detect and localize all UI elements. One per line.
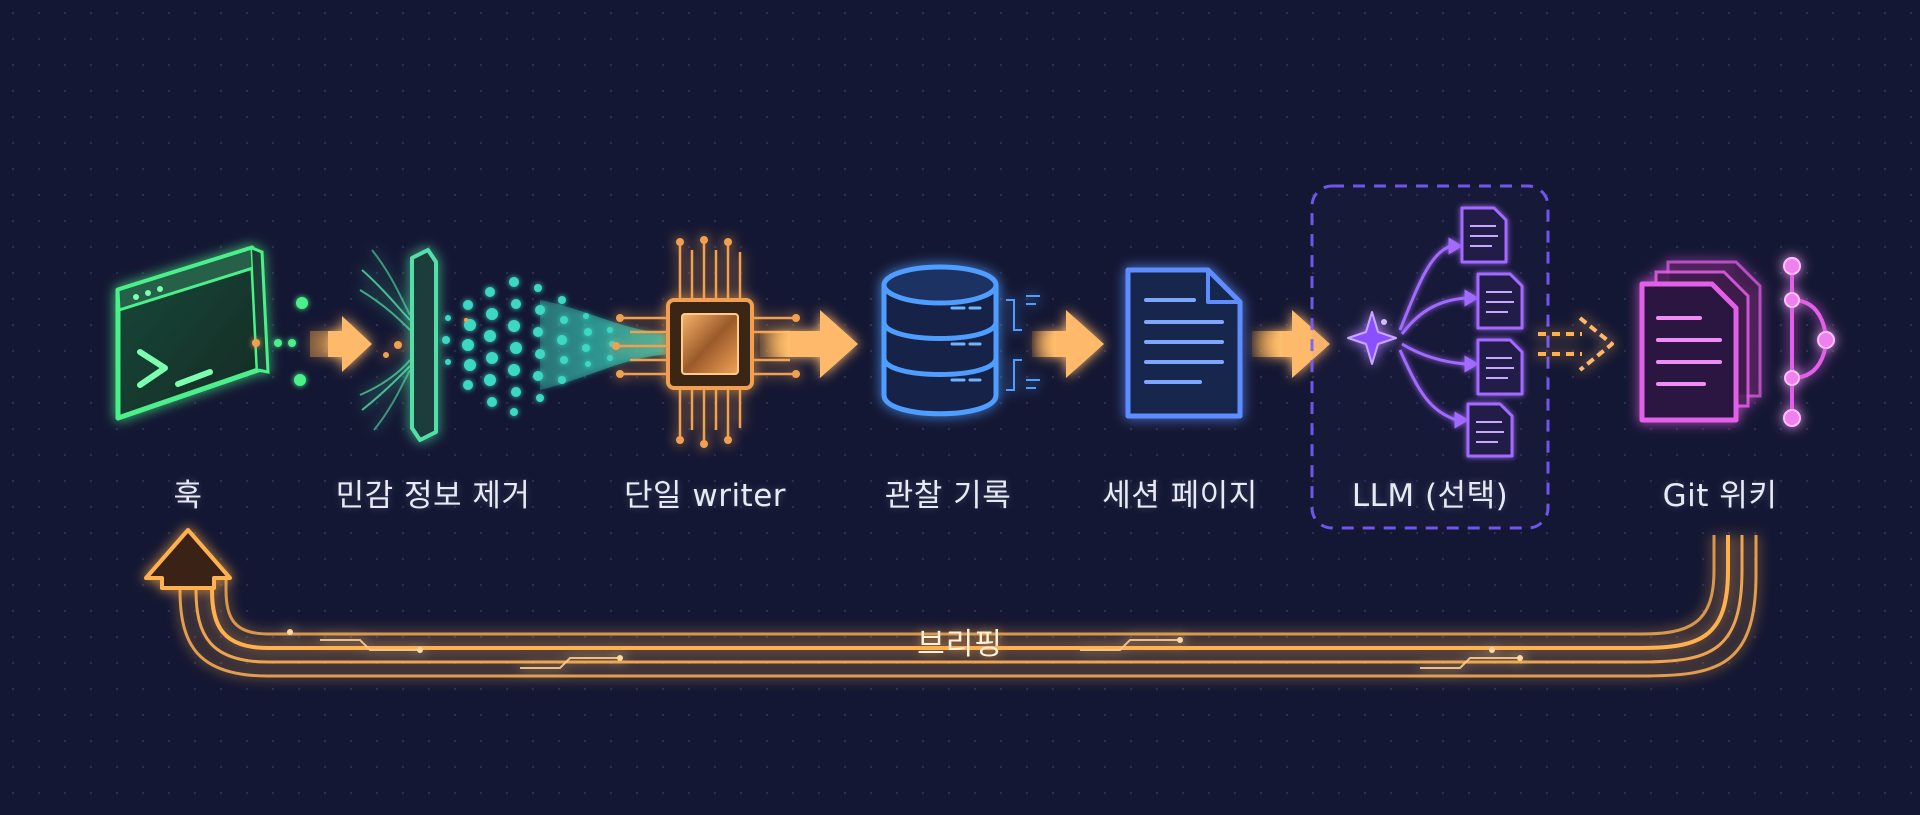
branch-lines [1398,237,1479,429]
stage-label-writer: 단일 writer [623,478,787,514]
flow-arrow [1032,310,1104,378]
flow-arrow [760,310,858,378]
optional-flow-arrow [1538,316,1614,372]
stage-label-hook: 훅 [173,478,203,514]
data-particle-funnel [442,277,670,416]
processor-chip-icon [612,236,800,448]
output-document-icon [1460,206,1524,458]
flow-arrow [310,316,372,372]
feedback-loop [144,528,1758,678]
particle-dots [252,297,308,386]
stage-label-llm: LLM (선택) [1351,478,1509,514]
filter-shield-icon [359,248,438,442]
stage-label-redact: 민감 정보 제거 [335,478,531,514]
stage-label-wiki: Git 위키 [1662,478,1778,514]
terminal-window-icon [115,245,270,421]
database-icon [881,264,1040,417]
stage-label-observation: 관찰 기록 [884,478,1012,514]
document-page-icon [1125,267,1243,419]
sparkle-icon [1347,311,1397,365]
stage-label-session: 세션 페이지 [1102,478,1258,514]
feedback-label-briefing: 브리핑 [917,627,1003,662]
git-document-stack-icon [1639,257,1835,427]
flow-arrow [1252,310,1330,378]
